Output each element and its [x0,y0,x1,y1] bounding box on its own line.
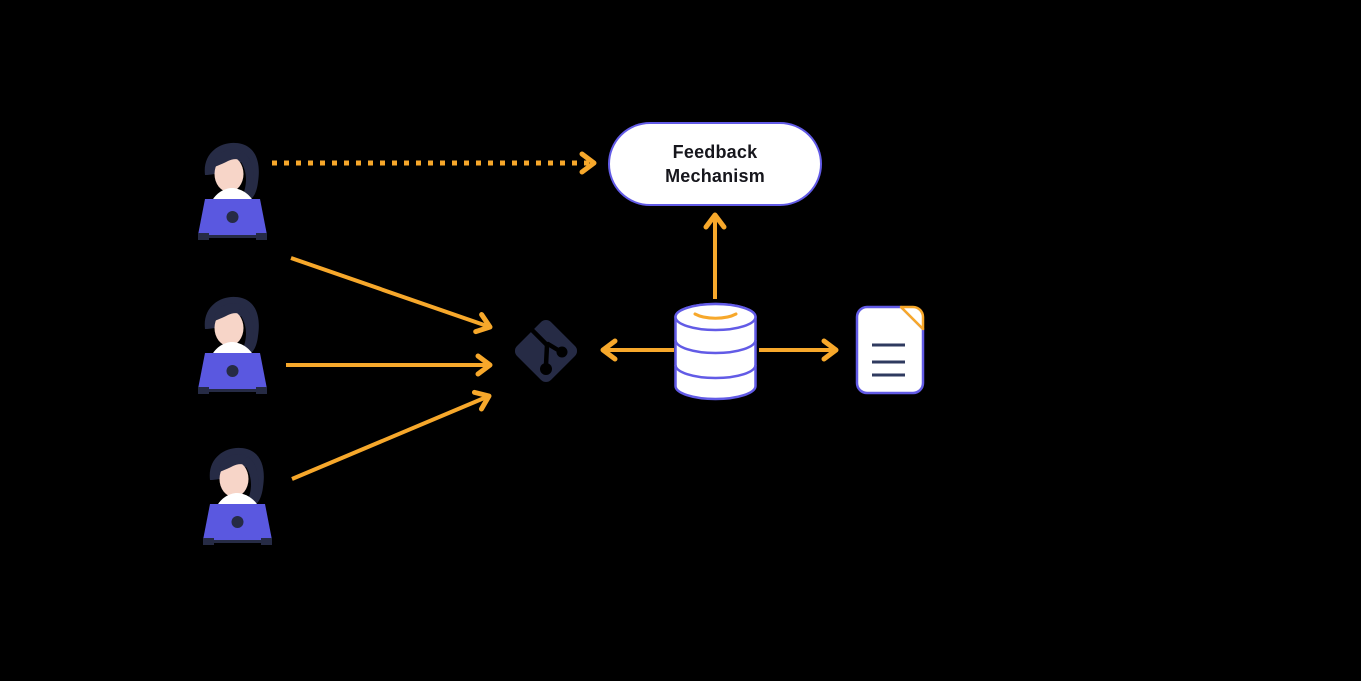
feedback-mechanism-label: Feedback Mechanism [665,141,765,186]
arrow-dev1-git [290,256,493,335]
developer-2-icon [192,291,274,395]
feedback-mechanism-node: Feedback Mechanism [608,122,822,206]
git-icon [508,313,584,389]
developer-3-icon [197,442,279,546]
arrow-dev3-git [291,389,492,481]
database-icon [671,301,760,402]
developer-1-icon [192,137,274,241]
document-icon [855,305,925,395]
